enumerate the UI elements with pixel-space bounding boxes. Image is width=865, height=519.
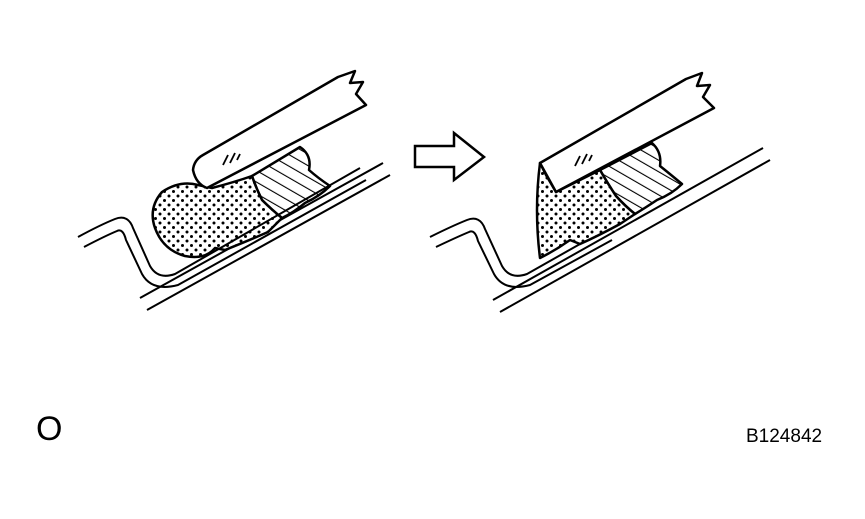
trim-strip-right [538,71,716,194]
before-view [77,69,391,311]
after-view [429,71,771,313]
right-arrow-outline-icon [413,130,487,183]
figure-code: B124842 [746,426,823,447]
glass-flange-left [77,167,367,288]
body-panel-right [492,147,771,313]
trim-strip-left [191,69,368,190]
corner-mark: O [36,410,63,448]
glass-flange-right [429,217,613,288]
dotted-sealer-wedge-right [535,161,637,260]
dotted-sealer-bead-left [151,174,284,259]
